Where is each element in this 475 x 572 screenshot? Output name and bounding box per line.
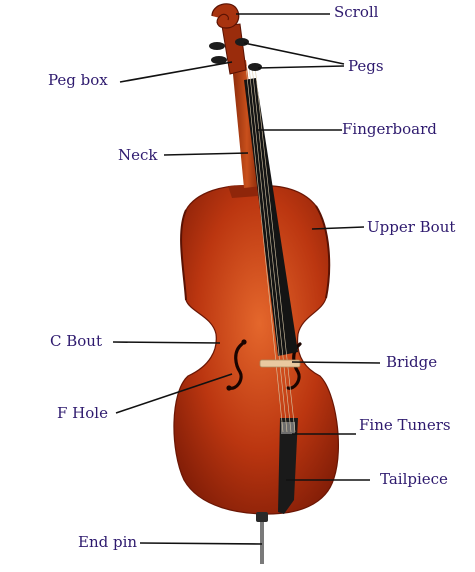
fine-tuners-shape — [281, 422, 295, 434]
label-upper-bout: Upper Bout — [367, 218, 455, 236]
bridge-shape — [259, 359, 301, 368]
neck-heel — [228, 184, 262, 198]
string-4 — [254, 65, 296, 433]
f-hole-left — [228, 342, 244, 390]
peg-4 — [248, 63, 262, 71]
leader-bridge — [291, 361, 381, 364]
leader-pegs-2 — [257, 65, 345, 69]
label-c-bout: C Bout — [50, 332, 102, 350]
string-3 — [251, 65, 292, 433]
peg-3 — [211, 56, 227, 64]
end-pin-shape — [260, 514, 264, 564]
pegs-shape — [209, 38, 262, 71]
label-neck: Neck — [118, 146, 158, 164]
label-pegs: Pegs — [348, 57, 384, 75]
label-tailpiece: Tailpiece — [380, 470, 448, 488]
f-hole-left-bottom — [226, 385, 232, 391]
string-2 — [248, 65, 288, 433]
cello-head — [209, 3, 262, 75]
leader-upper-bout — [311, 226, 365, 230]
peg-box-shape — [221, 23, 247, 75]
leader-neck — [163, 152, 249, 156]
end-pin-button — [256, 512, 268, 522]
leader-peg-box — [119, 61, 233, 83]
leader-pegs-1 — [243, 42, 345, 65]
label-peg-box: Peg box — [48, 71, 108, 89]
cello-neck — [232, 60, 301, 433]
leader-end-pin — [139, 542, 263, 545]
label-f-hole: F Hole — [57, 404, 108, 422]
label-fingerboard: Fingerboard — [342, 120, 437, 138]
peg-1 — [209, 42, 225, 50]
leader-lines — [112, 13, 381, 545]
cello-rib-right — [315, 205, 331, 299]
label-fine-tuners: Fine Tuners — [359, 416, 451, 434]
part-labels: Scroll Pegs Peg box Fingerboard Neck Upp… — [48, 3, 455, 551]
leader-c-bout — [112, 341, 221, 344]
tailpiece-shape — [278, 418, 298, 514]
leader-f-hole — [115, 373, 233, 414]
peg-2 — [235, 38, 249, 46]
cello-rib-left — [180, 209, 187, 301]
f-hole-left-top — [241, 339, 247, 345]
label-bridge: Bridge — [386, 353, 437, 371]
cello-body-shape — [173, 184, 339, 515]
strings — [245, 65, 296, 433]
label-end-pin: End pin — [78, 533, 137, 551]
scroll-shape — [211, 3, 240, 29]
label-scroll: Scroll — [334, 3, 379, 21]
cello-body — [173, 184, 339, 564]
string-1 — [245, 65, 284, 433]
